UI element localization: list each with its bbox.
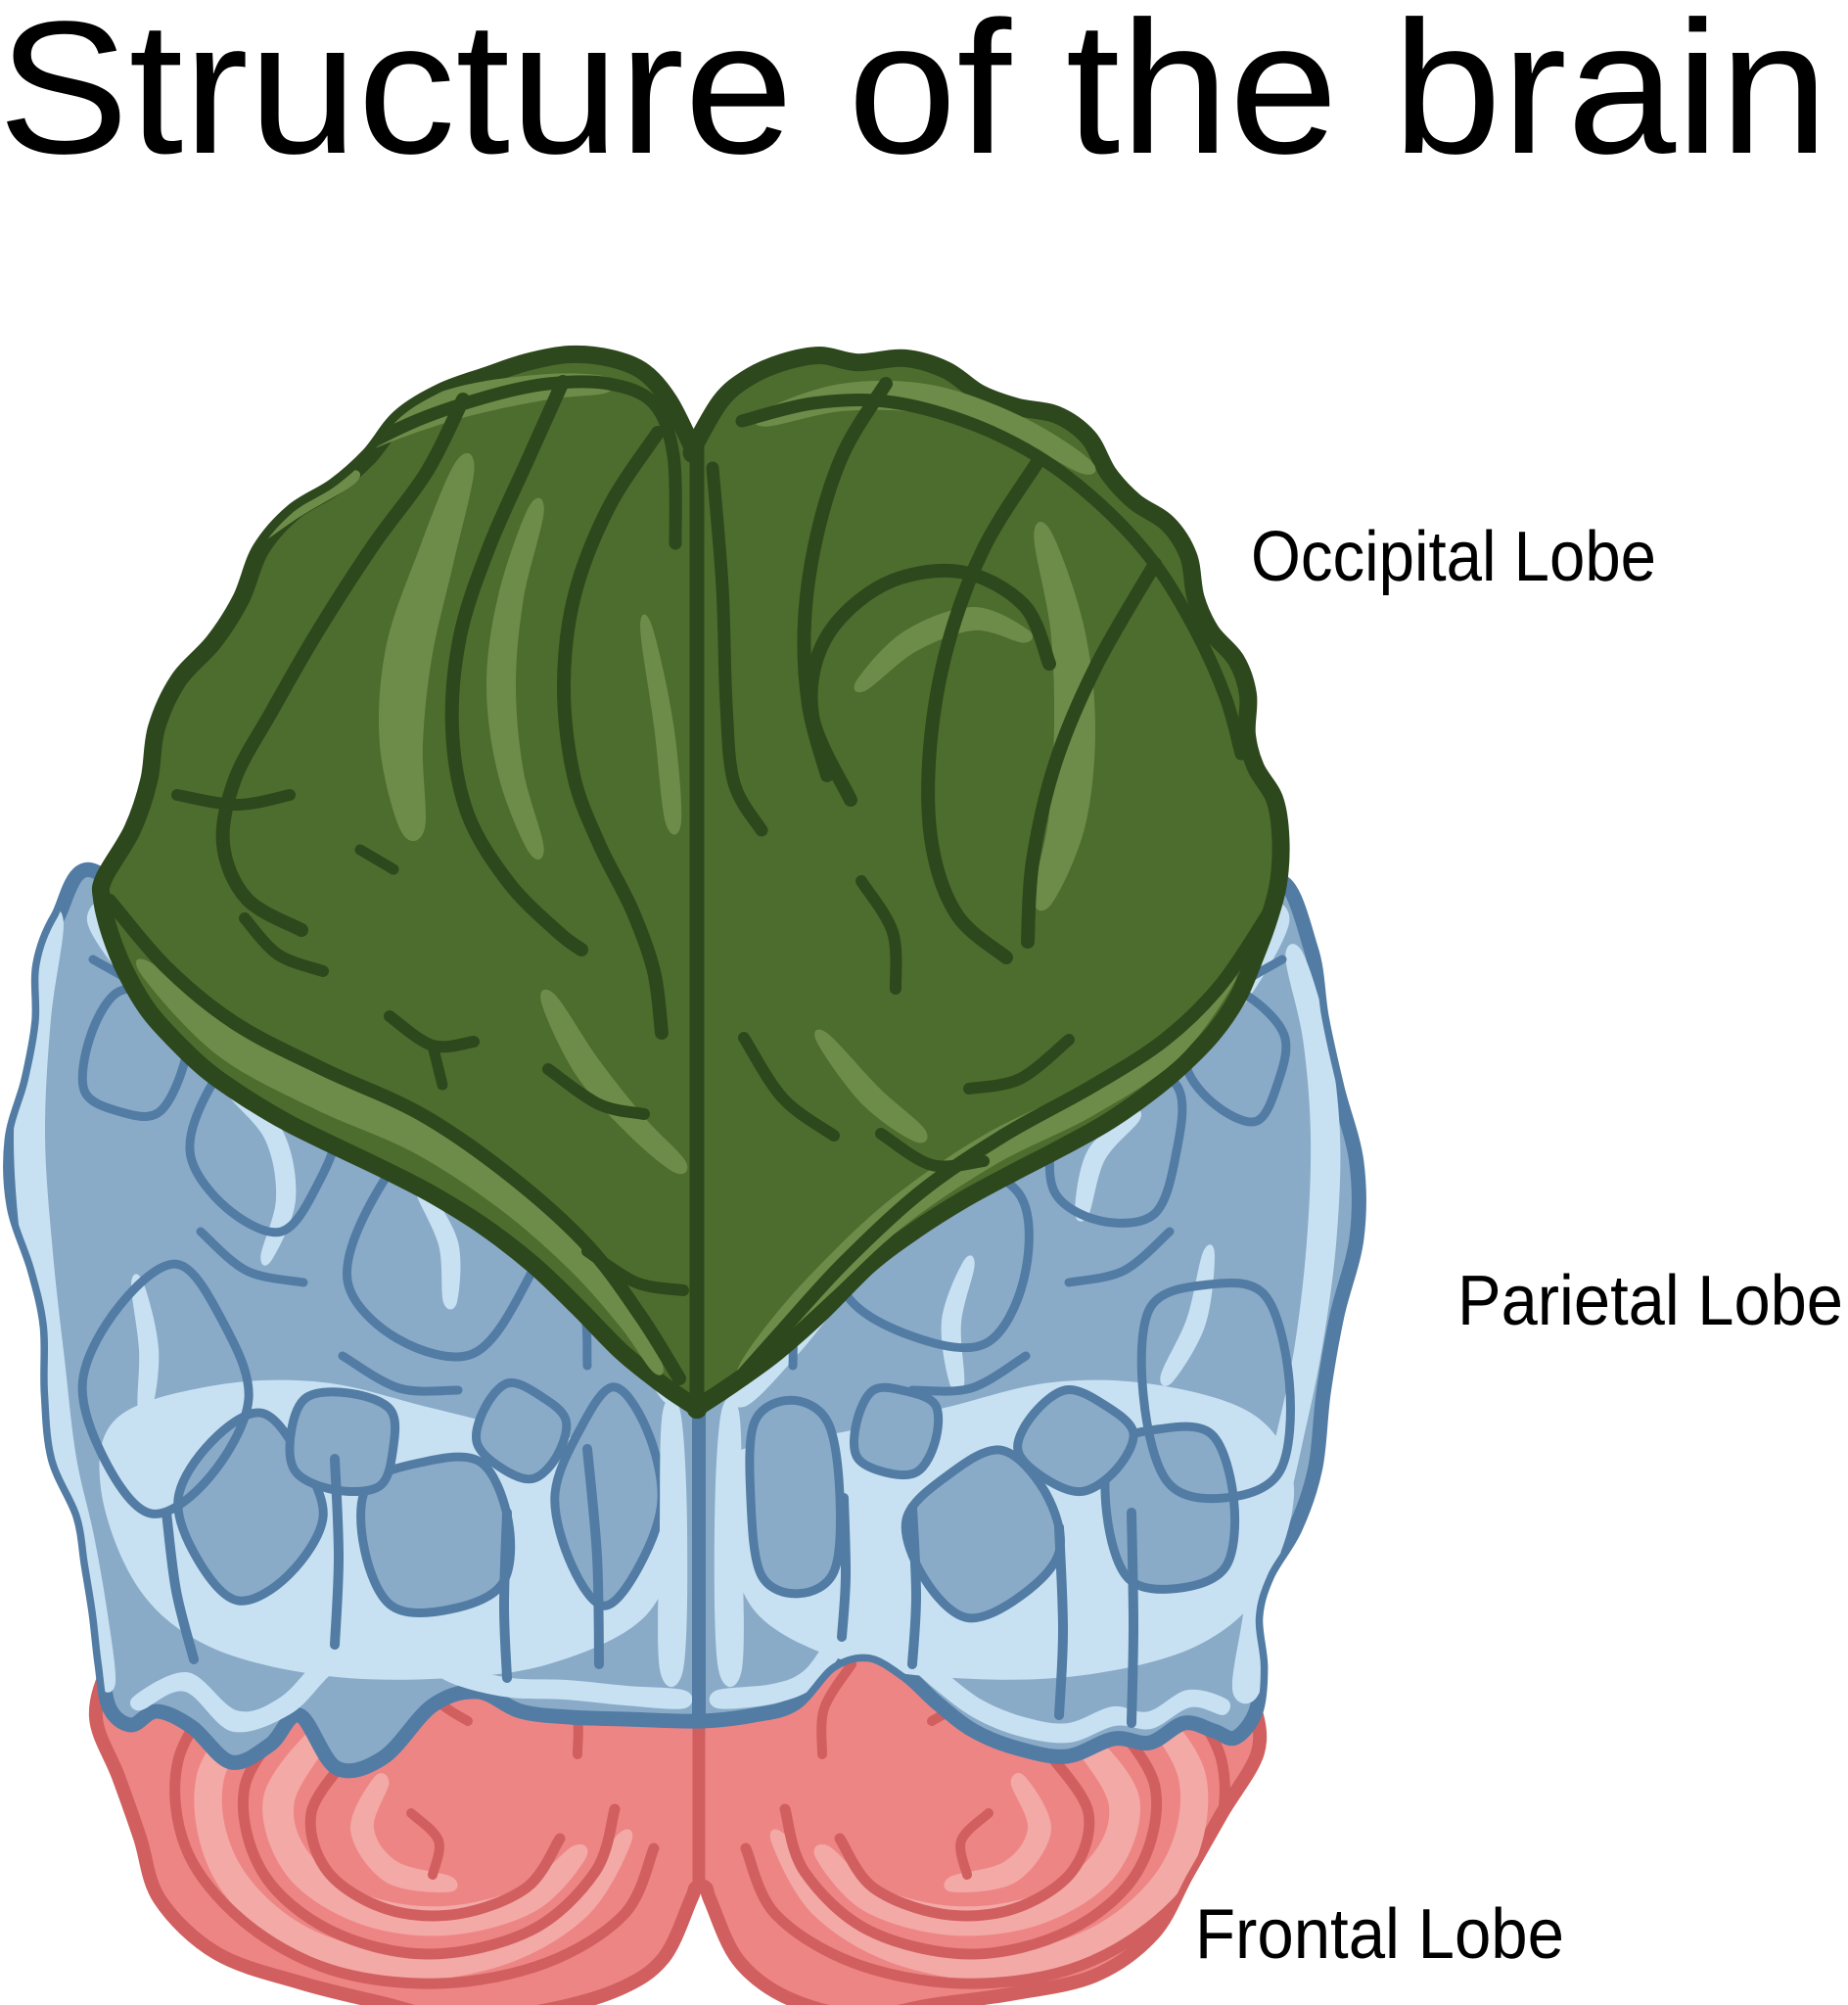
svg-text:Occipital Lobe: Occipital Lobe (1251, 518, 1656, 596)
svg-text:Structure of the brain: Structure of the brain (0, 0, 1828, 193)
svg-text:Frontal Lobe: Frontal Lobe (1195, 1895, 1564, 1974)
svg-text:Parietal Lobe: Parietal Lobe (1457, 1262, 1843, 1340)
